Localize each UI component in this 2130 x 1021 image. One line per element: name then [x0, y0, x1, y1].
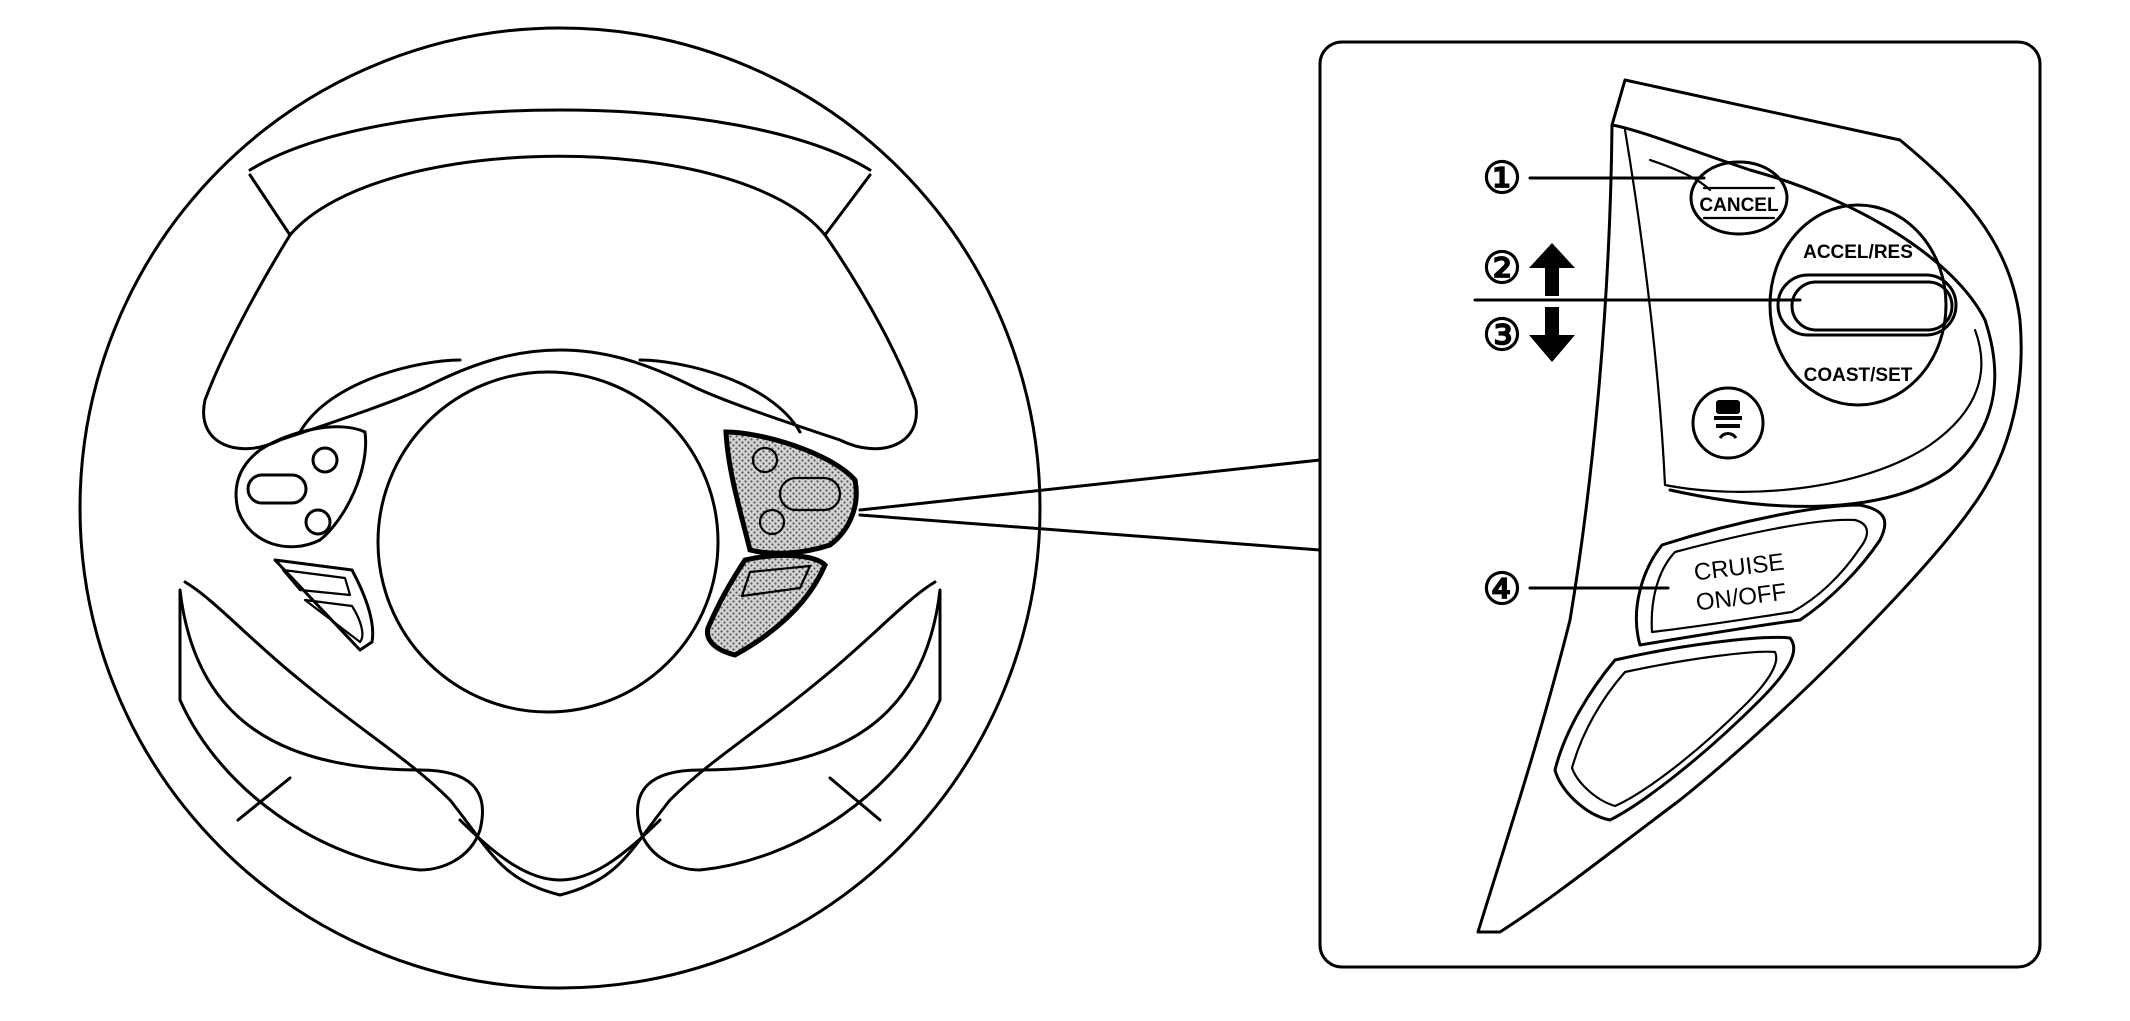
rocker-outer-ring [1768, 203, 1948, 407]
leader-line-upper [858, 458, 1322, 512]
left-round-button-top [311, 446, 339, 474]
rim-inner-top [248, 108, 872, 172]
right-rocker-switch [778, 476, 842, 512]
callout-number-2: ② [1482, 244, 1521, 293]
wheel-lower-right-opening [636, 588, 942, 872]
detail-frame [1318, 40, 2042, 969]
right-round-button-bottom [758, 508, 786, 536]
cruise-on-off-button[interactable]: CRUISE ON/OFF [1634, 503, 1887, 647]
switch-housing-inner-top [1610, 123, 1997, 508]
left-switch-panel [234, 425, 368, 549]
leader-line-lower [858, 513, 1322, 552]
left-switch-cluster [234, 425, 375, 652]
rim-grip-line-lower-right [828, 776, 882, 822]
right-upper-switch-panel [723, 429, 859, 556]
rim-grip-line-lower-left [236, 776, 292, 822]
upper-switch-recess [1623, 128, 1983, 493]
wheel-rim-outer [78, 26, 1042, 990]
lower-switch-button[interactable] [1553, 635, 1796, 822]
switch-housing-outer [1476, 78, 2023, 934]
wheel-hub [376, 370, 720, 714]
cruise-button-outer [1634, 503, 1887, 647]
cancel-button-outline [1689, 160, 1789, 236]
lower-switch-outer [1553, 635, 1796, 822]
vehicle-distance-icon [1714, 400, 1742, 439]
accel-res-label: ACCEL/RES [1803, 242, 1913, 263]
wheel-lower-left-opening [178, 588, 484, 872]
distance-button-outline [1691, 386, 1765, 460]
right-lower-switch-top [740, 564, 812, 598]
cancel-label: CANCEL [1699, 195, 1779, 216]
wheel-lower-spoke [458, 818, 662, 882]
right-lower-switch-panel [704, 552, 828, 658]
lower-switch-inner [1570, 650, 1778, 808]
callout-number-1: ① [1482, 154, 1521, 203]
cancel-button[interactable]: CANCEL [1689, 160, 1789, 236]
steering-wheel [78, 26, 1042, 990]
rim-grip-line-right [823, 173, 872, 237]
detail-panel: CANCEL ACCEL/RES COAST/SET CRUISE ON [1318, 40, 2042, 969]
callout-number-4: ④ [1482, 565, 1521, 614]
left-round-button-bottom [304, 508, 332, 536]
accel-coast-rocker[interactable]: ACCEL/RES COAST/SET [1768, 203, 1958, 407]
callout-number-3: ③ [1482, 311, 1521, 360]
coast-set-label: COAST/SET [1804, 365, 1913, 386]
left-rocker-switch [246, 473, 308, 505]
rocker-outer-pill [1776, 273, 1958, 337]
right-round-button-top [751, 446, 779, 474]
arrow-down-icon [1529, 307, 1575, 362]
cruise-button-inner [1650, 518, 1868, 634]
rocker-inner-pill [1790, 280, 1954, 332]
wheel-spoke-outline [183, 580, 937, 897]
right-switch-cluster-highlighted [704, 429, 859, 658]
left-lower-switch-top [281, 568, 352, 597]
left-lower-switch-bottom [303, 598, 364, 644]
rim-grip-line-left [248, 173, 292, 237]
wheel-upper-opening [202, 154, 918, 451]
arrow-up-icon [1529, 243, 1575, 296]
distance-button[interactable] [1691, 386, 1765, 460]
hub-collar-right [638, 358, 802, 434]
hub-collar-left [298, 358, 462, 434]
left-lower-switch-panel [273, 558, 375, 652]
